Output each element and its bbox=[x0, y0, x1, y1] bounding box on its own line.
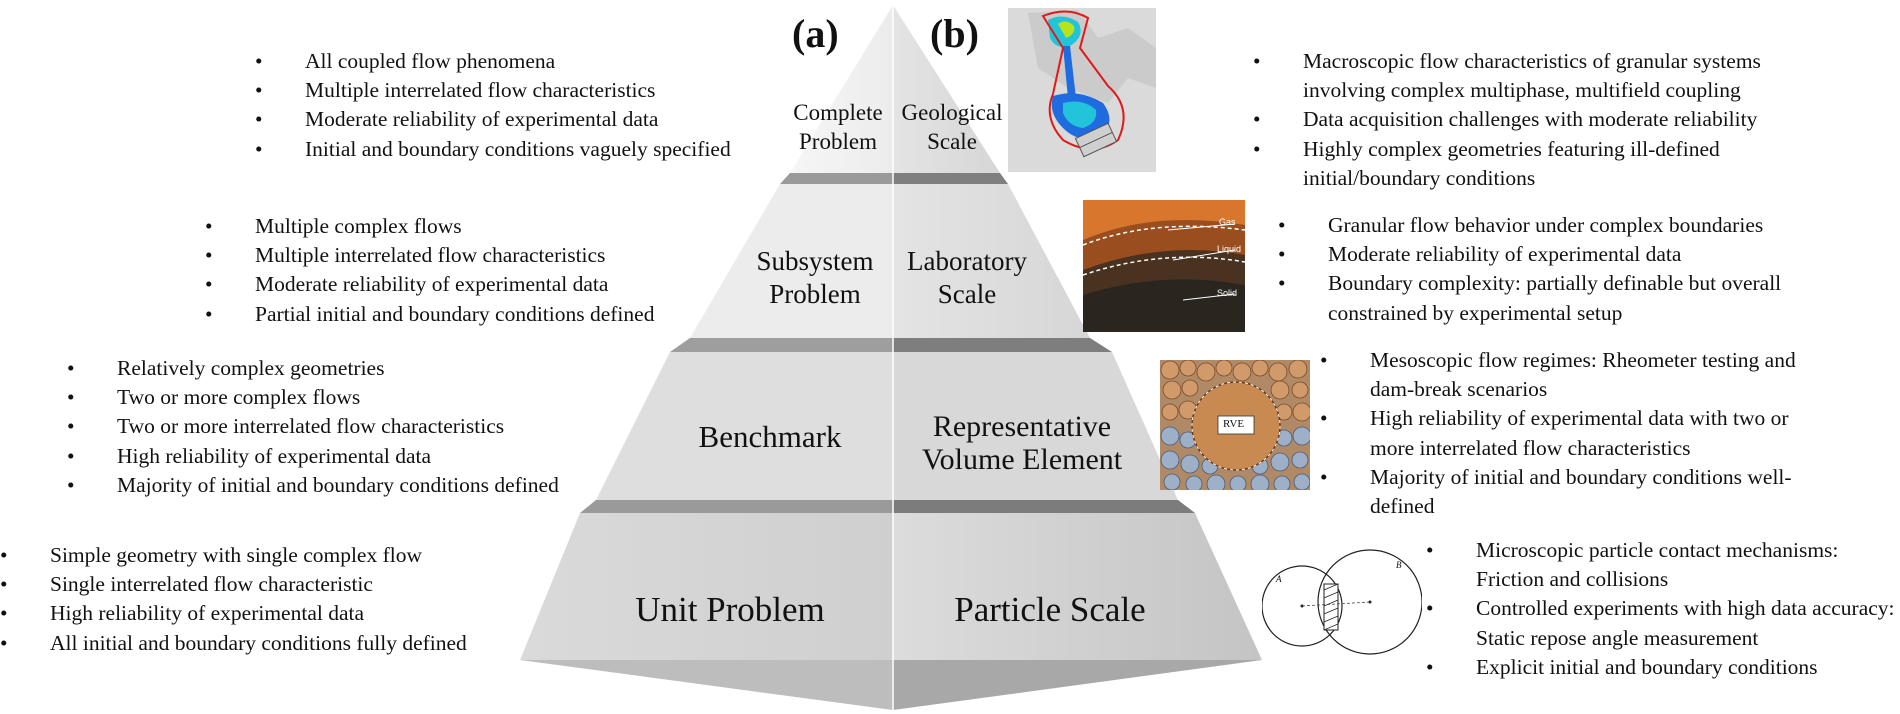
particle-contact-diagram: A B bbox=[1262, 546, 1422, 658]
bullet-item: Moderate reliability of experimental dat… bbox=[255, 105, 731, 134]
tier-label-benchmark: Benchmark bbox=[698, 419, 842, 454]
tier-benchmark bbox=[580, 352, 1195, 513]
bullet-item: Highly complex geometries featuring ill-… bbox=[1253, 135, 1843, 193]
label-sphere-b: B bbox=[1396, 560, 1402, 570]
bullet-item: Simple geometry with single complex flow bbox=[0, 541, 467, 570]
bullet-item: Mesoscopic flow regimes: Rheometer testi… bbox=[1320, 346, 1830, 404]
bullet-item: High reliability of experimental data bbox=[0, 599, 467, 628]
tier-label-subsystem-line2: Problem bbox=[769, 279, 861, 309]
bullet-item: Moderate reliability of experimental dat… bbox=[205, 270, 654, 299]
label-gas: Gas bbox=[1219, 217, 1236, 227]
bullets-rve: Mesoscopic flow regimes: Rheometer testi… bbox=[1320, 346, 1830, 521]
bullet-item: Multiple complex flows bbox=[205, 212, 654, 241]
bullet-item: Relatively complex geometries bbox=[67, 354, 559, 383]
bullet-item: High reliability of experimental data wi… bbox=[1320, 404, 1830, 462]
rve-image: RVE bbox=[1160, 360, 1310, 490]
tier-label-geological-line2: Scale bbox=[927, 129, 977, 154]
tier-label-laboratory-line2: Scale bbox=[937, 279, 997, 309]
tier-label-laboratory: Laboratory Scale bbox=[897, 245, 1037, 311]
bullet-item: Single interrelated flow characteristic bbox=[0, 570, 467, 599]
bullets-geological: Macroscopic flow characteristics of gran… bbox=[1253, 47, 1843, 193]
bullet-item: All initial and boundary conditions full… bbox=[0, 629, 467, 658]
tier-label-geological-line1: Geological bbox=[901, 100, 1003, 125]
tier-label-laboratory-line1: Laboratory bbox=[907, 246, 1027, 276]
label-rve: RVE bbox=[1223, 418, 1245, 430]
bullet-item: Majority of initial and boundary conditi… bbox=[67, 471, 559, 500]
bullet-item: Partial initial and boundary conditions … bbox=[205, 300, 654, 329]
bullets-benchmark: Relatively complex geometries Two or mor… bbox=[67, 354, 559, 500]
laboratory-image: Gas Liquid Solid bbox=[1083, 200, 1245, 332]
bullet-item: Moderate reliability of experimental dat… bbox=[1278, 240, 1838, 269]
bullets-complete: All coupled flow phenomena Multiple inte… bbox=[255, 47, 731, 164]
tier-unit bbox=[520, 513, 1262, 710]
bullet-item: Initial and boundary conditions vaguely … bbox=[255, 135, 731, 164]
bullet-item: Multiple interrelated flow characteristi… bbox=[255, 76, 731, 105]
bullets-unit: Simple geometry with single complex flow… bbox=[0, 541, 467, 658]
bullet-item: Controlled experiments with high data ac… bbox=[1426, 594, 1896, 652]
tier-label-geological: Geological Scale bbox=[897, 98, 1007, 156]
label-sphere-a: A bbox=[1276, 574, 1282, 584]
tier-label-complete-line1: Complete bbox=[793, 100, 883, 125]
tier-label-rve-line2: Volume Element bbox=[921, 443, 1123, 476]
tier-subsystem bbox=[670, 184, 1112, 352]
bullet-item: Macroscopic flow characteristics of gran… bbox=[1253, 47, 1843, 105]
bullet-item: All coupled flow phenomena bbox=[255, 47, 731, 76]
panel-label-a: (a) bbox=[792, 11, 839, 56]
bullet-item: Two or more complex flows bbox=[67, 383, 559, 412]
bullet-item: Two or more interrelated flow characteri… bbox=[67, 412, 559, 441]
panel-label-b: (b) bbox=[930, 11, 979, 56]
tier-label-complete: Complete Problem bbox=[785, 98, 891, 156]
bullet-item: Multiple interrelated flow characteristi… bbox=[205, 241, 654, 270]
bullet-item: Boundary complexity: partially definable… bbox=[1278, 269, 1838, 327]
bullet-item: High reliability of experimental data bbox=[67, 442, 559, 471]
label-solid: Solid bbox=[1217, 288, 1238, 298]
tier-complete bbox=[780, 5, 1008, 184]
tier-label-subsystem-line1: Subsystem bbox=[756, 246, 874, 276]
tier-label-unit: Unit Problem bbox=[635, 590, 825, 629]
bullet-item: Data acquisition challenges with moderat… bbox=[1253, 105, 1843, 134]
bullet-item: Microscopic particle contact mechanisms:… bbox=[1426, 536, 1896, 594]
geological-map-image bbox=[1008, 8, 1156, 172]
tier-label-complete-line2: Problem bbox=[799, 129, 877, 154]
bullets-laboratory: Granular flow behavior under complex bou… bbox=[1278, 211, 1838, 328]
tier-label-particle: Particle Scale bbox=[954, 590, 1146, 629]
bullet-item: Explicit initial and boundary conditions bbox=[1426, 653, 1896, 682]
bullets-subsystem: Multiple complex flows Multiple interrel… bbox=[205, 212, 654, 329]
tier-label-rve-line1: Representative bbox=[932, 410, 1112, 443]
bullet-item: Granular flow behavior under complex bou… bbox=[1278, 211, 1838, 240]
bullets-particle: Microscopic particle contact mechanisms:… bbox=[1426, 536, 1896, 682]
tier-label-subsystem: Subsystem Problem bbox=[740, 245, 890, 311]
label-liquid: Liquid bbox=[1217, 244, 1242, 254]
bullet-item: Majority of initial and boundary conditi… bbox=[1320, 463, 1830, 521]
tier-label-rve: Representative Volume Element bbox=[897, 410, 1147, 476]
